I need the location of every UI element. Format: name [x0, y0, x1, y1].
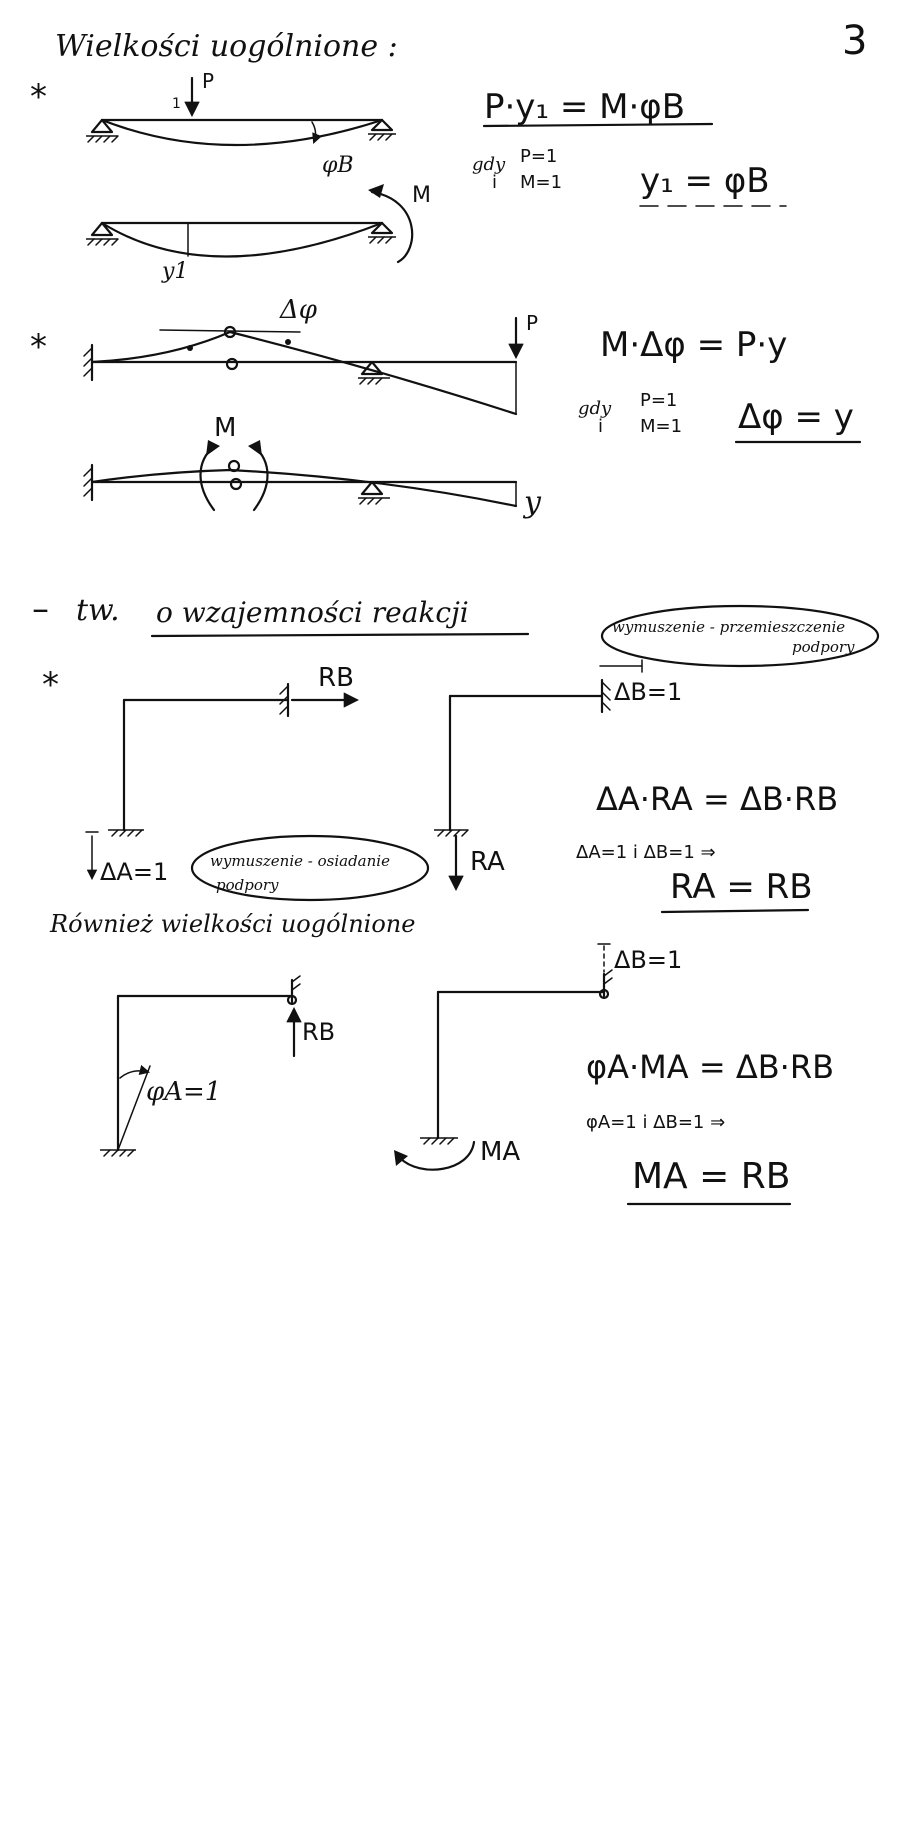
theorem-title: o wzajemności reakcji: [156, 596, 469, 629]
bubble-left-line-1: wymuszenie - osiadanie: [210, 852, 390, 870]
equation-3: ΔA·RA = ΔB·RB: [596, 780, 838, 818]
beam-diagram-2b: [83, 440, 518, 512]
load-P-label-1: P: [202, 69, 214, 93]
moment-M-label-1: M: [412, 183, 431, 208]
result-3: RA = RB: [670, 867, 813, 907]
unit-mark: 1: [172, 96, 181, 112]
bullet-star-1: *: [30, 77, 47, 117]
cond-i-2: i: [598, 416, 603, 437]
bubble-right: wymuszenie - przemieszczenie podpory: [600, 604, 880, 668]
bubble-left-line-2: podpory: [216, 876, 279, 894]
cond-gdy-2: gdy: [578, 398, 612, 419]
dash-3: –: [32, 589, 49, 629]
cond-P-1: P=1: [520, 146, 557, 167]
result-1: y₁ = φB: [640, 161, 770, 201]
page-number: 3: [842, 18, 867, 64]
cond-gdy-1: gdy: [472, 154, 506, 175]
deltaB-label-3: ΔB=1: [614, 678, 682, 706]
bubble-right-line-1: wymuszenie - przemieszczenie: [612, 618, 845, 636]
cond-M-1: M=1: [520, 172, 562, 193]
delta-phi-label: Δφ: [279, 295, 318, 325]
cond-P-2: P=1: [640, 390, 677, 411]
beam-diagram-1a: 1: [86, 76, 396, 147]
frame-diagram-4a: [100, 975, 302, 1157]
bubble-right-line-2: podpory: [792, 638, 855, 656]
y-label-2: y: [522, 485, 542, 520]
cond-i-1: i: [492, 172, 497, 193]
equation-4: φA·MA = ΔB·RB: [586, 1048, 834, 1086]
deltaA-label: ΔA=1: [100, 858, 168, 886]
equation-2: M·Δφ = P·y: [600, 325, 787, 365]
cond-M-2: M=1: [640, 416, 682, 437]
result-4: MA = RB: [632, 1156, 790, 1197]
RA-label-3b: RA: [470, 847, 505, 877]
beam-diagram-1b: [86, 184, 414, 264]
deltaB-label-4: ΔB=1: [614, 946, 682, 974]
bullet-star-3: *: [42, 665, 59, 705]
cond-3: ΔA=1 i ΔB=1 ⇒: [576, 842, 716, 863]
page-heading: Wielkości uogólnione :: [55, 29, 398, 64]
beam-diagram-2a: [83, 316, 524, 416]
MA-label: MA: [480, 1137, 520, 1167]
also-generalized-note: Również wielkości uogólnione: [49, 910, 415, 938]
moment-M-label-2: M: [214, 413, 236, 443]
RB-label-4a: RB: [302, 1018, 335, 1046]
bullet-star-2: *: [30, 327, 47, 367]
frame-diagram-3a: [85, 682, 360, 881]
phiA-label: φA=1: [146, 1077, 221, 1107]
bubble-left: wymuszenie - osiadanie podpory: [190, 834, 430, 902]
frame-diagram-4b: [394, 943, 613, 1171]
rotation-phiB-label: φB: [322, 153, 354, 178]
result-2: Δφ = y: [738, 397, 854, 437]
frame-diagram-3b: [434, 659, 643, 892]
theorem-prefix: tw.: [76, 593, 120, 628]
equation-1: P·y₁ = M·φB: [484, 87, 685, 127]
deflection-y1-label: y1: [161, 259, 188, 284]
cond-4: φA=1 i ΔB=1 ⇒: [586, 1112, 725, 1133]
RB-label-3a: RB: [318, 663, 354, 693]
load-P-label-2: P: [526, 311, 538, 335]
